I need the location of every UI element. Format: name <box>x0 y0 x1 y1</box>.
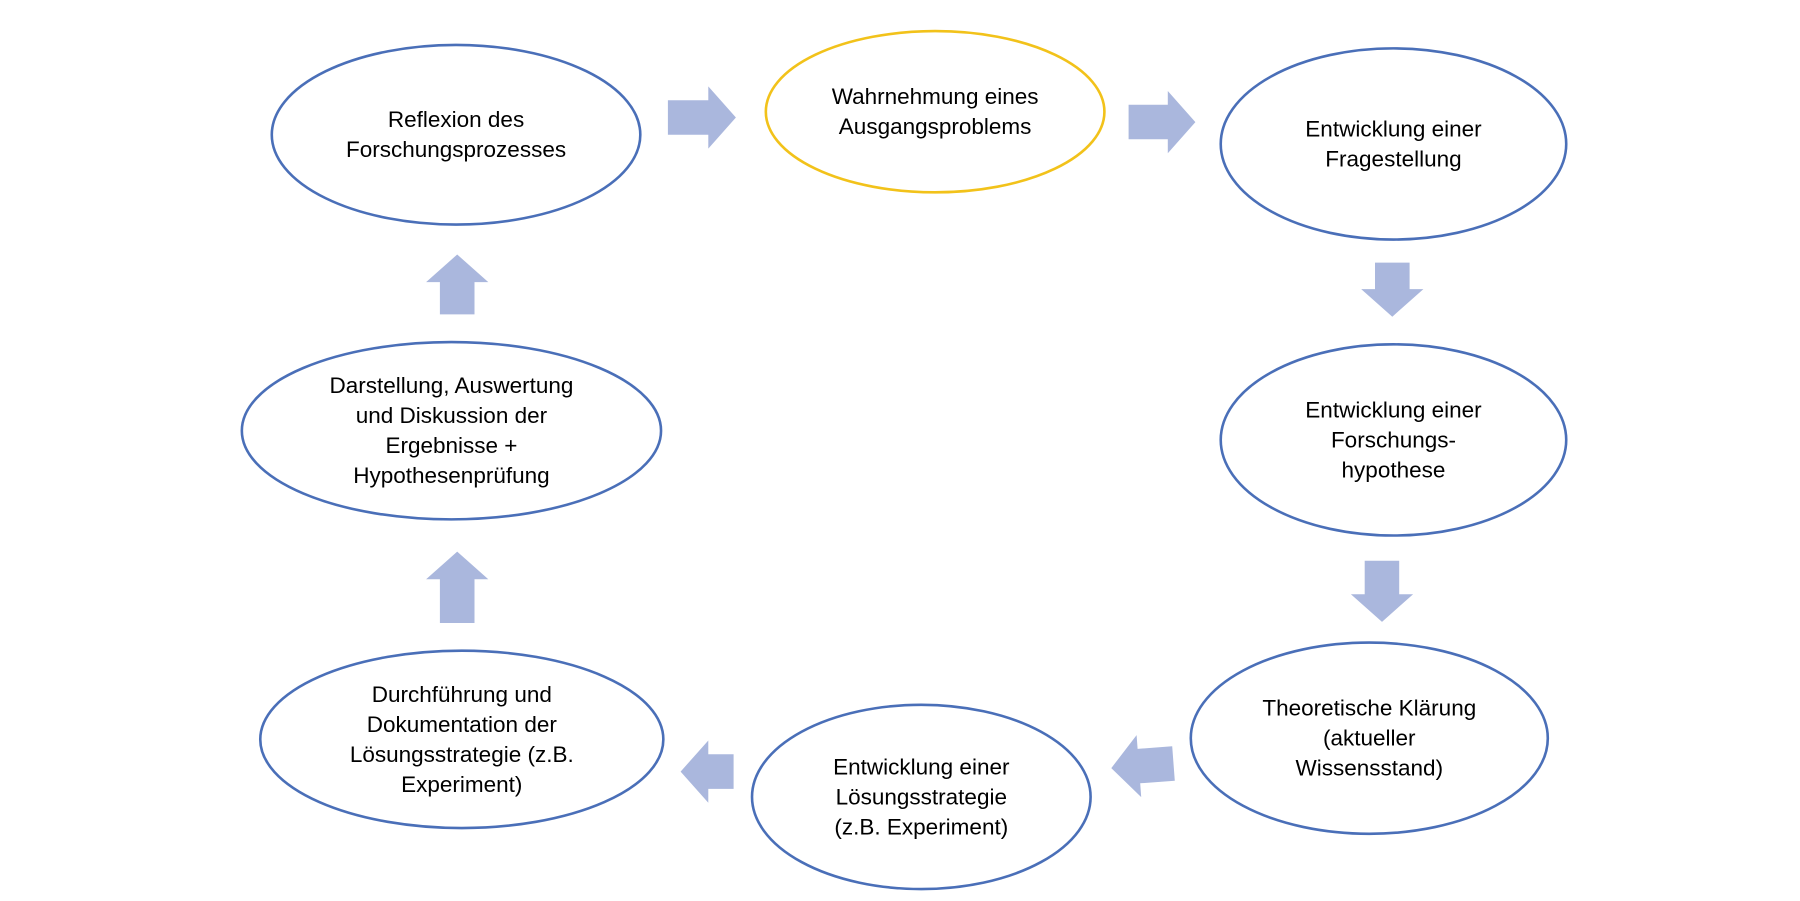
node-darstellung: Darstellung, Auswertung und Diskussion de… <box>240 340 663 521</box>
node-klaerung-label-line: Theoretische Klärung <box>1262 696 1476 721</box>
node-hypothese-label-line: Forschungs- <box>1331 427 1456 452</box>
node-loesungsstrategie-label-line: (z.B. Experiment) <box>834 814 1008 839</box>
node-fragestellung-label-line: Entwicklung einer <box>1305 117 1482 142</box>
node-durchfuehrung-label-line: Dokumentation der <box>367 712 558 737</box>
node-darstellung-label-line: und Diskussion der <box>356 403 548 428</box>
node-wahrnehmung-label-line: Ausgangsproblems <box>839 114 1032 139</box>
arrow-loesungsstrategie-to-durchfuehrung <box>680 740 734 803</box>
node-hypothese-label-line: hypothese <box>1342 457 1446 482</box>
node-reflexion-label-line: Reflexion des <box>388 107 524 132</box>
arrow-wahrnehmung-to-fragestellung <box>1128 91 1196 154</box>
node-durchfuehrung-label-line: Lösungsstrategie (z.B. <box>350 742 574 767</box>
node-darstellung-label-line: Hypothesenprüfung <box>353 463 549 488</box>
node-klaerung: Theoretische Klärung (aktuellerWissenssta… <box>1189 641 1550 836</box>
node-loesungsstrategie-ellipse <box>750 703 1092 891</box>
node-wahrnehmung-ellipse <box>764 29 1106 194</box>
node-darstellung-label-line: Ergebnisse + <box>385 433 517 458</box>
node-durchfuehrung-label-line: Experiment) <box>401 772 522 797</box>
node-durchfuehrung-label-line: Durchführung und <box>372 682 552 707</box>
node-reflexion-ellipse <box>270 43 642 226</box>
node-fragestellung-label-line: Fragestellung <box>1325 147 1461 172</box>
arrow-darstellung-to-reflexion <box>426 254 489 315</box>
node-reflexion-label-line: Forschungsprozesses <box>346 137 566 162</box>
node-hypothese-ellipse <box>1219 343 1568 537</box>
node-darstellung-label-line: Darstellung, Auswertung <box>329 373 573 398</box>
node-klaerung-label-line: Wissensstand) <box>1296 756 1444 781</box>
node-durchfuehrung-ellipse <box>258 649 665 830</box>
arrow-reflexion-to-wahrnehmung <box>667 86 736 149</box>
arrow-hypothese-to-klaerung <box>1350 560 1414 622</box>
node-darstellung-ellipse <box>240 340 663 521</box>
node-loesungsstrategie-label-line: Entwicklung einer <box>833 754 1010 779</box>
node-wahrnehmung-label-line: Wahrnehmung eines <box>832 84 1039 109</box>
node-fragestellung-ellipse <box>1219 47 1568 241</box>
arrow-fragestellung-to-hypothese <box>1361 262 1424 317</box>
node-hypothese-label-line: Entwicklung einer <box>1305 397 1482 422</box>
arrow-klaerung-to-loesungsstrategie <box>1111 735 1175 798</box>
arrows-layer <box>426 86 1424 803</box>
node-klaerung-label-line: (aktueller <box>1323 726 1416 751</box>
node-loesungsstrategie-label-line: Lösungsstrategie <box>836 784 1007 809</box>
node-klaerung-ellipse <box>1189 641 1550 836</box>
arrow-durchfuehrung-to-darstellung <box>426 551 489 623</box>
